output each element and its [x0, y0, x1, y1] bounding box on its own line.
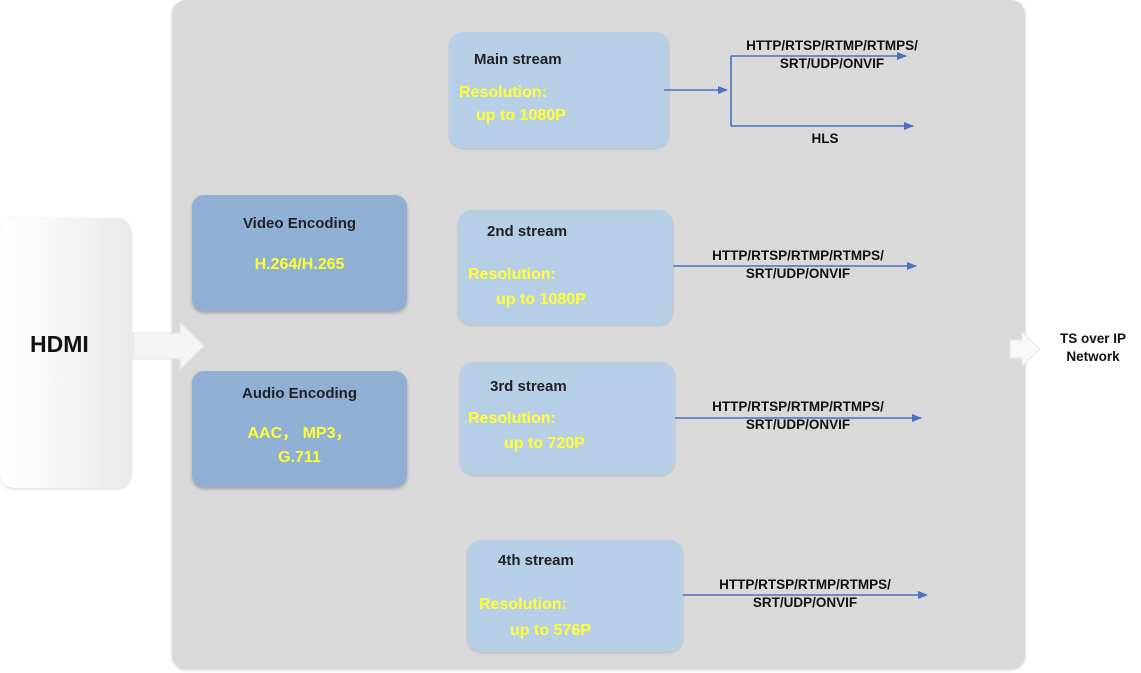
main-stream-res-label: Resolution: — [459, 84, 547, 101]
main-stream-box: Main stream Resolution: up to 1080P — [449, 32, 669, 148]
main-stream-hls: HLS — [705, 130, 945, 148]
video-codec-text: H.264/H.265 — [254, 256, 345, 273]
second-stream-res-label: Resolution: — [468, 266, 556, 283]
third-stream-protocols: HTTP/RTSP/RTMP/RTMPS/ SRT/UDP/ONVIF — [678, 398, 918, 434]
output-label-line2: Network — [1066, 349, 1120, 364]
third-stream-box: 3rd stream Resolution: up to 720P — [460, 362, 675, 475]
audio-encoding-title: Audio Encoding — [242, 385, 357, 402]
audio-codec-text-line2: G.711 — [278, 449, 321, 466]
second-stream-box: 2nd stream Resolution: up to 1080P — [458, 210, 673, 325]
hdmi-source-box — [0, 218, 131, 488]
main-stream-protocols: HTTP/RTSP/RTMP/RTMPS/ SRT/UDP/ONVIF — [712, 37, 952, 73]
fourth-stream-box: 4th stream Resolution: up to 576P — [467, 540, 683, 652]
video-encoding-box: Video Encoding H.264/H.265 — [192, 195, 407, 311]
third-stream-title: 3rd stream — [490, 378, 567, 395]
main-stream-res-value: up to 1080P — [476, 107, 566, 124]
video-encoding-title: Video Encoding — [242, 215, 357, 232]
fourth-stream-protocols-line2: SRT/UDP/ONVIF — [752, 595, 858, 610]
third-stream-protocols-line1: HTTP/RTSP/RTMP/RTMPS/ — [712, 399, 884, 414]
main-stream-protocols-line1: HTTP/RTSP/RTMP/RTMPS/ — [746, 38, 918, 53]
second-stream-protocols-line2: SRT/UDP/ONVIF — [745, 266, 851, 281]
second-stream-protocols-line1: HTTP/RTSP/RTMP/RTMPS/ — [712, 248, 884, 263]
third-stream-res-value: up to 720P — [504, 435, 585, 452]
hdmi-label: HDMI — [30, 331, 89, 357]
fourth-stream-res-value: up to 576P — [510, 622, 591, 639]
fourth-stream-res-label: Resolution: — [479, 596, 567, 613]
second-stream-res-value: up to 1080P — [496, 291, 586, 308]
main-stream-hls-label: HLS — [811, 131, 839, 146]
second-stream-title: 2nd stream — [487, 223, 568, 240]
second-stream-protocols: HTTP/RTSP/RTMP/RTMPS/ SRT/UDP/ONVIF — [678, 247, 918, 283]
output-label-line1: TS over IP — [1059, 331, 1127, 346]
fourth-stream-title: 4th stream — [498, 552, 574, 569]
fourth-stream-protocols-line1: HTTP/RTSP/RTMP/RTMPS/ — [719, 577, 891, 592]
output-arrow — [1009, 330, 1041, 368]
input-arrow — [132, 320, 205, 372]
audio-codec-text-line1: AAC， MP3， — [247, 425, 352, 442]
main-stream-protocols-line2: SRT/UDP/ONVIF — [779, 56, 885, 71]
main-stream-title: Main stream — [474, 51, 562, 68]
third-stream-protocols-line2: SRT/UDP/ONVIF — [745, 417, 851, 432]
output-label: TS over IP Network — [1045, 330, 1141, 366]
third-stream-res-label: Resolution: — [468, 410, 556, 427]
fourth-stream-protocols: HTTP/RTSP/RTMP/RTMPS/ SRT/UDP/ONVIF — [685, 576, 925, 612]
audio-encoding-box: Audio Encoding AAC， MP3， G.711 — [192, 371, 407, 487]
